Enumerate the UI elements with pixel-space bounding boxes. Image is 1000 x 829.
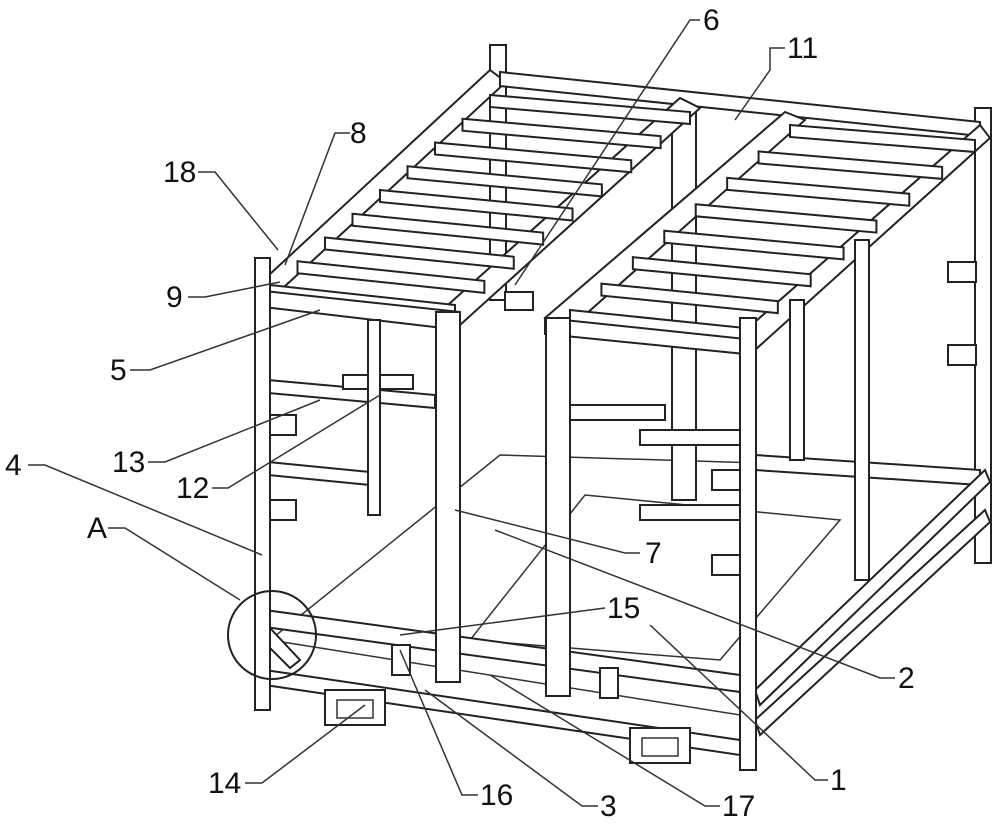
label-13: 13 [112, 446, 145, 479]
foot-14 [325, 690, 385, 725]
roof-slat [759, 151, 943, 178]
roof-slat [633, 257, 811, 286]
block [268, 415, 296, 435]
inner-post [790, 300, 804, 460]
roof-slat [298, 261, 485, 293]
label-14: 14 [208, 767, 241, 800]
front-middle-post-7 [436, 312, 460, 682]
support-16 [392, 645, 410, 675]
block [712, 470, 740, 490]
corner-brace [270, 628, 300, 668]
label-17: 17 [722, 790, 755, 823]
roof-slat [380, 190, 573, 221]
support [600, 668, 618, 698]
label-8: 8 [350, 117, 367, 150]
bracket [640, 430, 750, 445]
bottom-rail-right-lower [755, 510, 990, 735]
label-12: 12 [176, 472, 209, 505]
block [948, 345, 976, 365]
roof-slat [353, 214, 544, 245]
frame-body [228, 45, 991, 770]
label-3: 3 [600, 790, 617, 823]
roof-slat [727, 178, 909, 206]
label-7: 7 [645, 537, 662, 570]
foot [630, 728, 690, 763]
block [948, 262, 976, 282]
block [268, 500, 296, 520]
label-11: 11 [787, 32, 818, 65]
roof-slat [325, 238, 514, 269]
label-18: 18 [163, 156, 196, 189]
inner-post [855, 240, 869, 580]
front-left-post-4 [255, 258, 270, 710]
side-beam [268, 462, 370, 485]
label-6: 6 [703, 4, 720, 37]
inner-post [368, 320, 380, 515]
label-4: 4 [5, 449, 22, 482]
label-1: 1 [830, 764, 847, 797]
label-16: 16 [480, 779, 513, 812]
label-15: 15 [607, 592, 640, 625]
label-9: 9 [166, 281, 183, 314]
bottom-rail-right [755, 470, 990, 705]
top-left-rail [255, 70, 506, 300]
block [505, 292, 533, 310]
block [712, 555, 740, 575]
front-right-post [740, 318, 756, 770]
label-2: 2 [898, 662, 915, 695]
label-A: A [87, 512, 107, 545]
bracket [570, 405, 665, 420]
roof-slat [696, 204, 877, 232]
front-right-section-post [546, 318, 570, 696]
label-5: 5 [110, 354, 127, 387]
roof-slat [435, 143, 631, 173]
bracket [640, 505, 750, 520]
